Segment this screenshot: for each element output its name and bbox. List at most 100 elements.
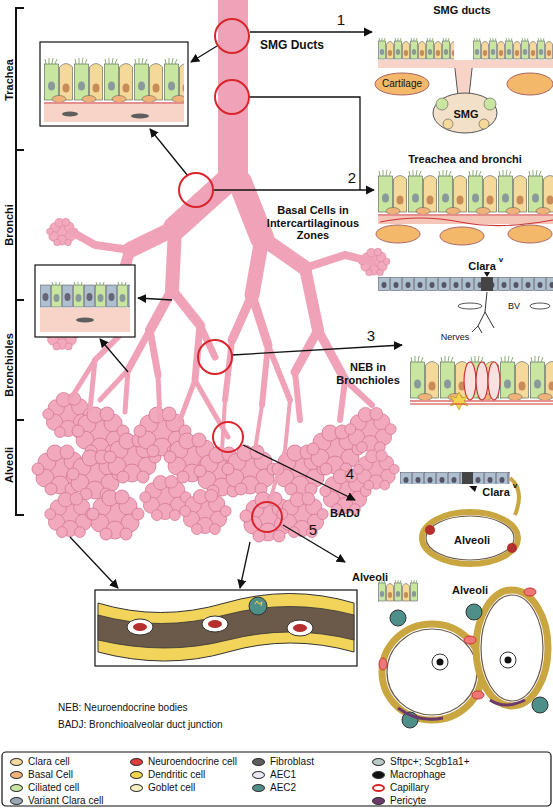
leader-arrow <box>243 445 355 500</box>
tissue-inset <box>44 104 184 122</box>
callout-number: 3 <box>367 327 375 344</box>
tissue-panel <box>426 516 514 560</box>
tissue-panel <box>378 38 454 60</box>
legend-label: Dendritic cell <box>148 769 205 781</box>
tissue-panel <box>481 595 543 701</box>
legend-swatch <box>10 771 23 779</box>
legend-swatch <box>252 784 265 792</box>
tissue-inset <box>62 112 78 117</box>
airway-tree <box>128 325 215 380</box>
airway-tree <box>232 295 345 380</box>
tissue-panel <box>472 691 484 699</box>
tissue-panel <box>378 170 553 216</box>
callout-label: BADJ <box>330 507 360 520</box>
legend-label: Basal Cell <box>28 769 73 781</box>
part-label: SMG <box>453 108 478 121</box>
callout-label: Basal Cells in Intercartilaginous Zones <box>258 204 368 242</box>
tissue-panel <box>488 362 500 400</box>
leader-arrow <box>138 298 172 300</box>
panel-title: Clara <box>482 486 510 499</box>
tissue-panel <box>378 38 454 60</box>
tissue-panel <box>484 98 496 110</box>
airway-tree <box>172 228 175 290</box>
part-label: Nerves <box>441 332 470 342</box>
tissue-panel <box>375 73 429 95</box>
airway-tree <box>305 255 372 268</box>
tissue-panel <box>532 697 548 713</box>
tissue-panel <box>387 629 477 715</box>
leader-arrow <box>250 31 372 32</box>
legend-label: Fibroblast <box>270 756 314 768</box>
legend-swatch <box>10 797 23 805</box>
tissue-panel <box>376 225 420 243</box>
tissue-panel <box>524 588 536 596</box>
footnote: NEB: Neuroendocrine bodies <box>58 702 188 714</box>
callout-circle <box>252 502 282 532</box>
tissue-inset <box>208 620 222 628</box>
tissue-panel <box>440 227 484 245</box>
tissue-inset <box>35 265 135 337</box>
tissue-panel <box>378 272 553 333</box>
tissue-panel <box>466 604 482 620</box>
legend-swatch <box>372 758 385 766</box>
tissue-panel <box>378 60 553 68</box>
legend-swatch <box>130 784 143 792</box>
legend-label: AEC2 <box>270 782 296 794</box>
legend-frame <box>2 752 551 806</box>
tissue-panel <box>510 478 519 515</box>
legend-swatch <box>130 771 143 779</box>
tissue-panel <box>380 218 553 226</box>
airway-tree <box>218 0 248 192</box>
tissue-panel <box>437 659 444 666</box>
legend-swatch <box>252 758 265 766</box>
tissue-panel <box>458 303 482 309</box>
tissue-panel <box>375 38 553 133</box>
callout-circle <box>179 19 282 532</box>
tissue-inset <box>40 308 130 332</box>
tissue-inset <box>287 620 313 636</box>
tissue-panel <box>479 119 489 129</box>
tissue-panel <box>507 73 553 95</box>
tissue-panel <box>462 472 473 484</box>
alveolar-cluster <box>87 490 144 540</box>
footnote: BADJ: Bronchioalveolar duct junction <box>58 719 223 731</box>
tissue-panel <box>500 652 516 668</box>
legend-label: Macrophage <box>390 769 446 781</box>
legend-swatch <box>10 784 23 792</box>
tissue-inset <box>76 318 94 323</box>
tissue-panel <box>464 362 476 400</box>
tissue-panel <box>378 277 553 291</box>
tissue-panel <box>378 580 418 602</box>
alveolar-cluster <box>180 490 231 535</box>
callout-circle <box>179 173 213 207</box>
callout-circle <box>215 19 249 53</box>
legend-label: Ciliated cell <box>28 782 79 794</box>
tissue-inset <box>131 114 149 119</box>
callout-number: 5 <box>309 521 317 538</box>
part-label: Cartilage <box>382 78 422 90</box>
tissue-panel <box>382 624 482 720</box>
legend-swatch <box>252 771 265 779</box>
airway-tree <box>252 238 305 295</box>
region-bracket <box>16 8 24 515</box>
tissue-inset <box>40 282 130 308</box>
tissue-panel <box>378 277 553 291</box>
tissue-panel <box>425 525 435 535</box>
legend-label: Sftpc+; Scgb1a1+ <box>390 756 470 768</box>
region-label: Trachea <box>3 59 16 101</box>
leader-arrow <box>100 339 128 372</box>
legend-label: Neuroendocrine cell <box>148 756 237 768</box>
tissue-inset <box>293 624 307 632</box>
tissue-panel <box>469 486 477 492</box>
legend-swatch <box>372 797 385 805</box>
callout-circle <box>198 340 232 374</box>
tissue-panel <box>450 392 468 410</box>
airway-tree <box>150 290 200 330</box>
tissue-panel <box>443 119 453 129</box>
callout-label: Alveoli <box>352 571 388 584</box>
tissue-panel <box>436 98 448 110</box>
tissue-panel <box>390 610 406 626</box>
panel-title: SMG ducts <box>433 4 490 17</box>
leader-arrow <box>213 189 374 190</box>
